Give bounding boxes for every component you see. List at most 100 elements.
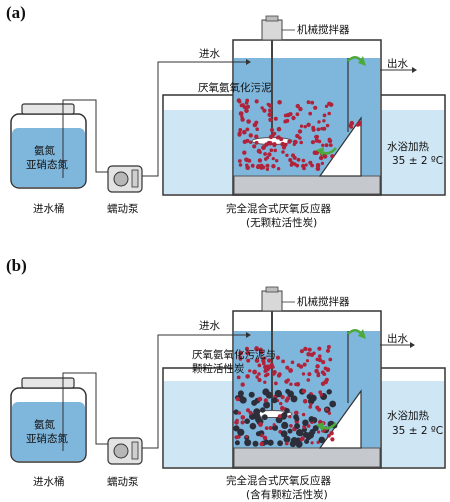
sludge-granule (267, 358, 272, 363)
sludge-granule (252, 144, 257, 149)
sludge-granule (267, 112, 273, 117)
sludge-granule (319, 393, 323, 397)
sludge-granule (248, 410, 253, 415)
carbon-granule (302, 419, 309, 426)
sludge-granule (301, 388, 307, 394)
sludge-granule (242, 150, 247, 155)
sludge-granule (269, 127, 275, 133)
sludge-granule (265, 367, 270, 372)
sludge-granule (277, 414, 282, 419)
sludge-granule (327, 138, 333, 144)
carbon-granule (277, 440, 283, 447)
carbon-granule (281, 421, 289, 429)
sludge-granule (256, 148, 262, 154)
carbon-granule (287, 428, 293, 434)
sludge-granule (306, 100, 311, 105)
sludge-granule (262, 108, 267, 113)
sludge-granule (297, 129, 303, 134)
sludge-granule (242, 139, 247, 144)
carbon-granule (237, 428, 245, 436)
panel-label: (b) (6, 256, 27, 275)
outlet-arrow-head (412, 67, 417, 73)
carbon-granule (251, 399, 258, 406)
sludge-granule (303, 125, 307, 129)
sludge-granule (302, 399, 308, 404)
reactor-name: 完全混合式厌氧反应器 (226, 202, 331, 215)
carbon-granule (304, 439, 310, 444)
sludge-granule (264, 373, 268, 378)
sludge-granule (283, 119, 288, 124)
schematic-b: (b) (6, 256, 446, 501)
carbon-granule (261, 414, 268, 421)
sludge-granule (308, 111, 313, 116)
sludge-granule (257, 158, 263, 163)
temperature-label: 35 ± 2 ºC (392, 425, 443, 437)
sludge-granule (238, 111, 244, 116)
sludge-granule (238, 163, 243, 167)
sludge-granule (248, 369, 252, 373)
outlet-label: 出水 (387, 57, 408, 70)
carbon-granule (296, 429, 304, 437)
reactor-note: (含有颗粒活性炭) (246, 488, 328, 501)
settler-baffle (318, 116, 362, 177)
sludge-granule (275, 355, 281, 360)
sludge-granule (275, 136, 280, 140)
pump-head (113, 443, 129, 459)
settler-granules (348, 120, 362, 129)
carbon-granule (255, 431, 261, 437)
sludge-granule (306, 424, 311, 428)
sludge-granule (325, 123, 330, 128)
sludge-granule (254, 120, 259, 125)
sludge-granule (322, 126, 327, 131)
sludge-granules (236, 98, 335, 171)
sludge-granule (280, 141, 286, 147)
sludge-granule (256, 164, 261, 169)
sludge-granule (254, 99, 259, 104)
carbon-granule (233, 425, 240, 432)
sludge-granule (235, 418, 239, 423)
sludge-granule (290, 360, 295, 365)
sludge-granule (258, 422, 263, 427)
carbon-granule (280, 430, 288, 438)
tank-name: 进水桶 (33, 475, 65, 488)
sludge-granule (280, 405, 285, 411)
sludge-granule (286, 378, 290, 382)
reactor-base (233, 175, 381, 195)
sludge-granule (238, 355, 243, 360)
sludge-granule (308, 160, 313, 165)
sludge-granule (240, 117, 245, 122)
pump-name: 蠕动泵 (107, 203, 139, 215)
pump-panel (131, 169, 139, 188)
sludge-granule (277, 372, 282, 377)
sludge-granule (299, 124, 304, 128)
sludge-granule (245, 163, 249, 168)
sludge-granule (310, 100, 315, 105)
sludge-granule (290, 161, 295, 166)
sludge-granule (325, 367, 331, 372)
sludge-granule (322, 113, 327, 118)
carbon-granule (237, 390, 244, 397)
sludge-granule (267, 152, 272, 157)
carbon-granule (234, 440, 240, 446)
sludge-granule (254, 358, 260, 363)
sludge-granule (307, 347, 312, 352)
sludge-granule (261, 145, 266, 150)
sludge-granule (242, 129, 247, 135)
sludge-granule (238, 350, 243, 356)
inlet-label: 进水 (199, 48, 220, 60)
sludge-granule (349, 125, 354, 129)
sludge-granule (254, 134, 259, 139)
inlet-arrow-head (246, 332, 251, 338)
carbon-granule (275, 416, 283, 424)
sludge-granule (254, 140, 259, 145)
temperature-label: 35 ± 2 ºC (392, 155, 443, 167)
sludge-granule (292, 142, 296, 147)
carbon-granule (309, 394, 317, 402)
sludge-granule (321, 360, 326, 365)
return-arrow-head (316, 422, 324, 431)
sludge-granule (266, 364, 270, 368)
sludge-granule (246, 358, 251, 363)
carbon-granule (244, 439, 252, 447)
sludge-granule (308, 405, 313, 409)
sludge-granule (272, 370, 277, 375)
